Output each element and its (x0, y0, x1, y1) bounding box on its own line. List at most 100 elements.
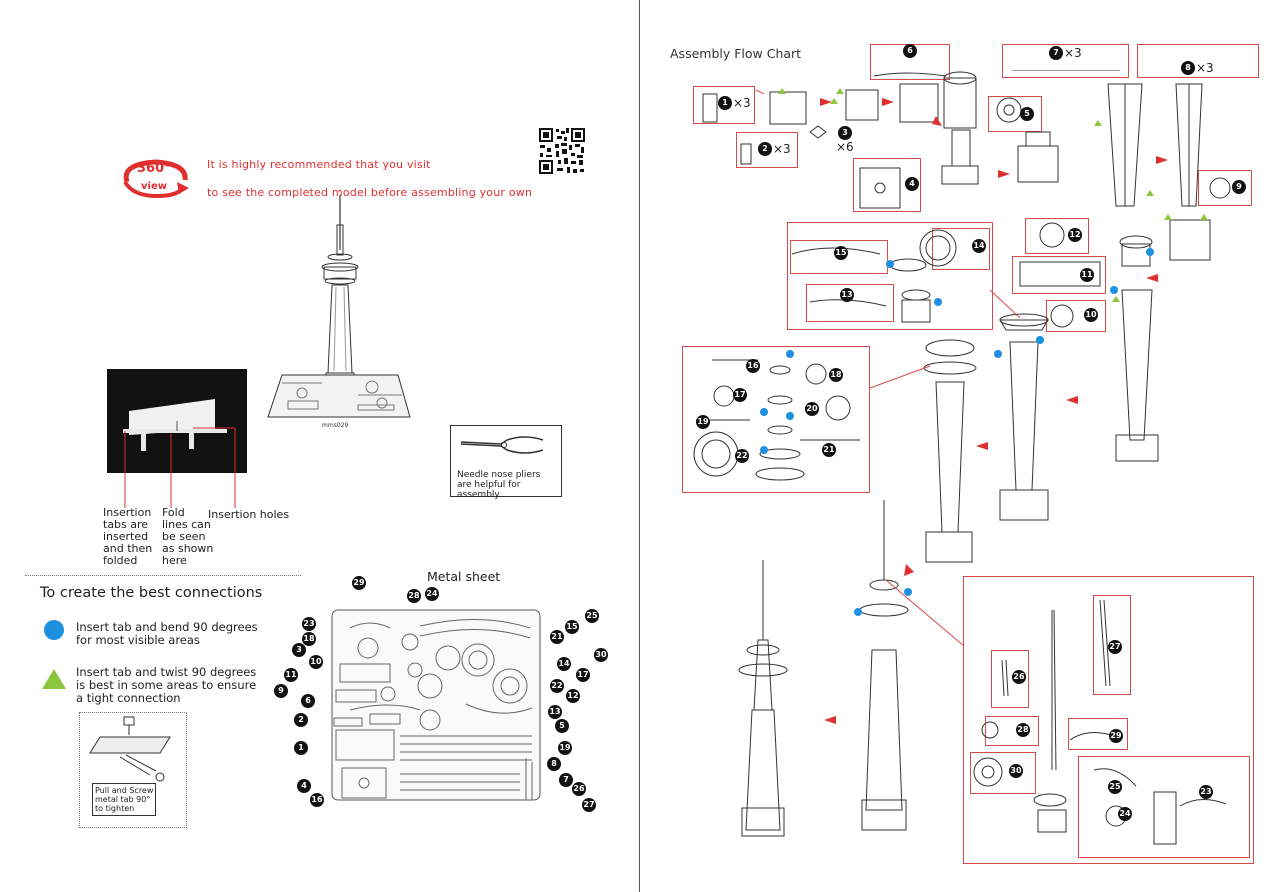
sheet-badge: 7 (559, 773, 573, 787)
sheet-badge: 28 (407, 589, 421, 603)
sheet-badge: 8 (547, 757, 561, 771)
step-badge: 16 (746, 359, 760, 373)
sheet-badge: 22 (550, 679, 564, 693)
step-badge: 27 (1108, 640, 1122, 654)
step-box-28 (985, 716, 1039, 746)
step-badge: 20 (805, 402, 819, 416)
sheet-badge: 3 (292, 643, 306, 657)
step-badge: 8 (1181, 61, 1195, 75)
sheet-badge: 25 (585, 609, 599, 623)
360-view-badge: 360° view (123, 159, 189, 199)
step-qty: ×3 (733, 96, 751, 110)
step-box-10 (1046, 300, 1106, 332)
insertion-tab-photo (107, 369, 247, 473)
step-badge: 13 (840, 288, 854, 302)
step-badge: 18 (829, 368, 843, 382)
step-box-29 (1068, 718, 1128, 750)
sheet-badge: 10 (309, 655, 323, 669)
step-badge: 11 (1080, 268, 1094, 282)
step-qty: ×3 (773, 142, 791, 156)
completed-model-illustration: mms029 (267, 195, 411, 429)
callout-holes-label: Insertion holes (208, 508, 290, 521)
pliers-note: Needle nose pliers are helpful for assem… (457, 470, 541, 500)
sheet-badge: 16 (310, 793, 324, 807)
step-badge: 19 (696, 415, 710, 429)
step-box-23-30-group (963, 576, 1254, 864)
step-box-9 (1198, 170, 1252, 206)
sheet-badge: 18 (302, 632, 316, 646)
step-badge: 24 (1118, 807, 1132, 821)
step-qty: ×6 (836, 140, 854, 154)
step-badge: 10 (1084, 308, 1098, 322)
callout-fold-label: Fold lines can be seen as shown here (162, 506, 214, 567)
step-box-1 (693, 86, 755, 124)
sheet-badge: 29 (352, 576, 366, 590)
assembly-drawings (693, 70, 1231, 845)
step-badge: 26 (1012, 670, 1026, 684)
sheet-badge: 5 (555, 719, 569, 733)
connections-title: To create the best connections (40, 585, 263, 601)
step-badge: 2 (758, 142, 772, 156)
step-box-12 (1025, 218, 1089, 254)
step-box-13-15-group (787, 222, 993, 330)
svg-text:360°: 360° (137, 161, 171, 176)
sheet-badge: 13 (548, 705, 562, 719)
sheet-badge: 30 (594, 648, 608, 662)
step-badge: 9 (1232, 180, 1246, 194)
step-badge: 7 (1049, 46, 1063, 60)
step-badge: 5 (1020, 107, 1034, 121)
sheet-badge: 12 (566, 689, 580, 703)
sheet-badge: 4 (297, 779, 311, 793)
step-box-4 (853, 158, 921, 212)
step-box-15 (790, 240, 888, 274)
section-divider (25, 575, 301, 576)
pliers-icon (460, 436, 544, 454)
page-divider (639, 0, 640, 892)
visit-line-1: It is highly recommended that you visit (207, 158, 431, 171)
step-box-30 (970, 752, 1036, 794)
step-badge: 12 (1068, 228, 1082, 242)
step-badge: 1 (718, 96, 732, 110)
sheet-badge: 21 (550, 630, 564, 644)
sheet-badge: 23 (302, 617, 316, 631)
sheet-badge: 2 (294, 713, 308, 727)
sheet-badge: 15 (565, 620, 579, 634)
twist-tab-illustration (89, 716, 171, 782)
blue-dot-icon (44, 620, 64, 640)
step-qty: ×3 (1196, 61, 1214, 75)
svg-text:mms029: mms029 (322, 422, 348, 429)
callout-tabs-label: Insertion tabs are inserted and then fol… (103, 506, 153, 567)
step-qty: ×3 (1064, 46, 1082, 60)
sheet-badge: 19 (558, 741, 572, 755)
sheet-badge: 11 (284, 668, 298, 682)
step-box-16-22-group (682, 346, 870, 493)
step-badge: 29 (1109, 729, 1123, 743)
step-badge: 28 (1016, 723, 1030, 737)
step-box-14 (932, 228, 990, 270)
metal-sheet-diagram (331, 609, 541, 801)
step-box-8 (1137, 44, 1259, 78)
sheet-badge: 1 (294, 741, 308, 755)
step-badge: 3 (838, 126, 852, 140)
callout-lines (124, 427, 236, 508)
step-badge: 30 (1009, 764, 1023, 778)
step-badge: 15 (834, 246, 848, 260)
step-box-11 (1012, 256, 1106, 294)
sheet-badge: 27 (582, 798, 596, 812)
svg-text:view: view (141, 181, 167, 192)
pliers-box: Needle nose pliers are helpful for assem… (450, 425, 562, 500)
step-badge: 6 (903, 44, 917, 58)
step-box-13 (806, 284, 894, 322)
blue-note: Insert tab and bend 90 degrees for most … (76, 620, 258, 647)
step-box-7 (1002, 44, 1129, 78)
step-box-27 (1093, 595, 1131, 695)
step-box-23-25-group (1078, 756, 1250, 858)
qr-code-icon[interactable] (538, 127, 586, 175)
sheet-badge: 6 (301, 694, 315, 708)
step-box-5 (988, 96, 1042, 132)
sheet-badge: 14 (557, 657, 571, 671)
sheet-badge: 24 (425, 587, 439, 601)
pull-screw-note: Pull and Screw metal tab 90° to tighten (92, 783, 157, 816)
step-badge: 25 (1108, 780, 1122, 794)
step-badge: 22 (735, 449, 749, 463)
